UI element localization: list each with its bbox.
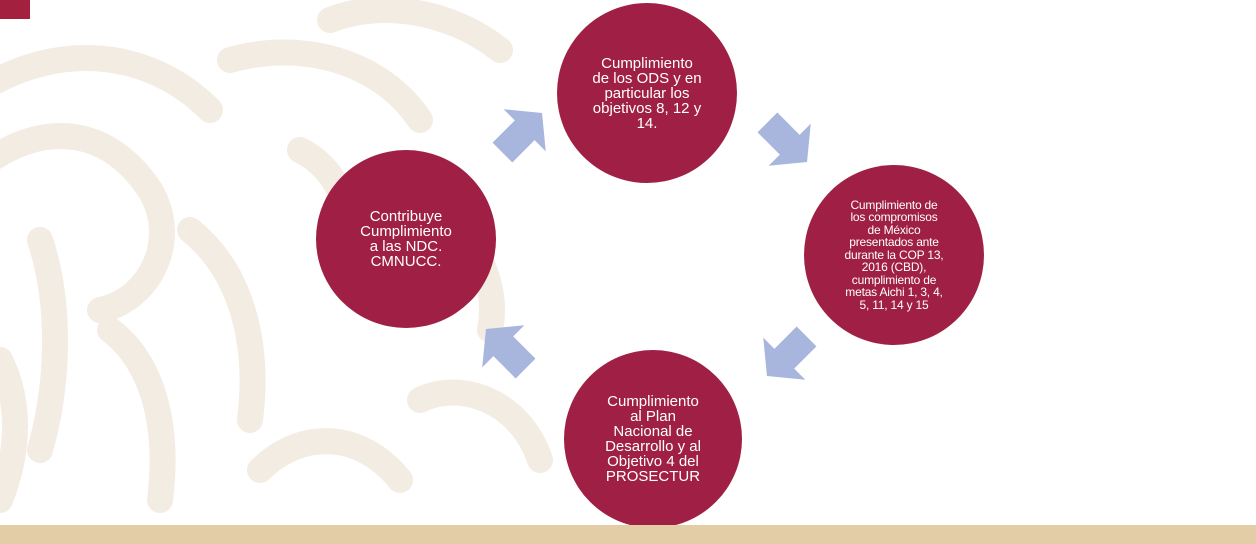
arrow-icon (763, 326, 817, 380)
node-plan-nacional: Cumplimiento al Plan Nacional de Desarro… (564, 350, 742, 528)
arrow-icon (482, 325, 536, 379)
footer-band (0, 525, 1256, 544)
node-cop13-aichi: Cumplimiento de los compromisos de Méxic… (804, 165, 984, 345)
arrow-icon (492, 109, 546, 163)
arrow-icon (757, 112, 811, 166)
background-pattern (0, 0, 553, 513)
node-ndc-cmnucc: Contribuye Cumplimiento a las NDC. CMNUC… (316, 150, 496, 328)
corner-accent-tab (0, 0, 30, 19)
node-ods: Cumplimiento de los ODS y en particular … (557, 3, 737, 183)
